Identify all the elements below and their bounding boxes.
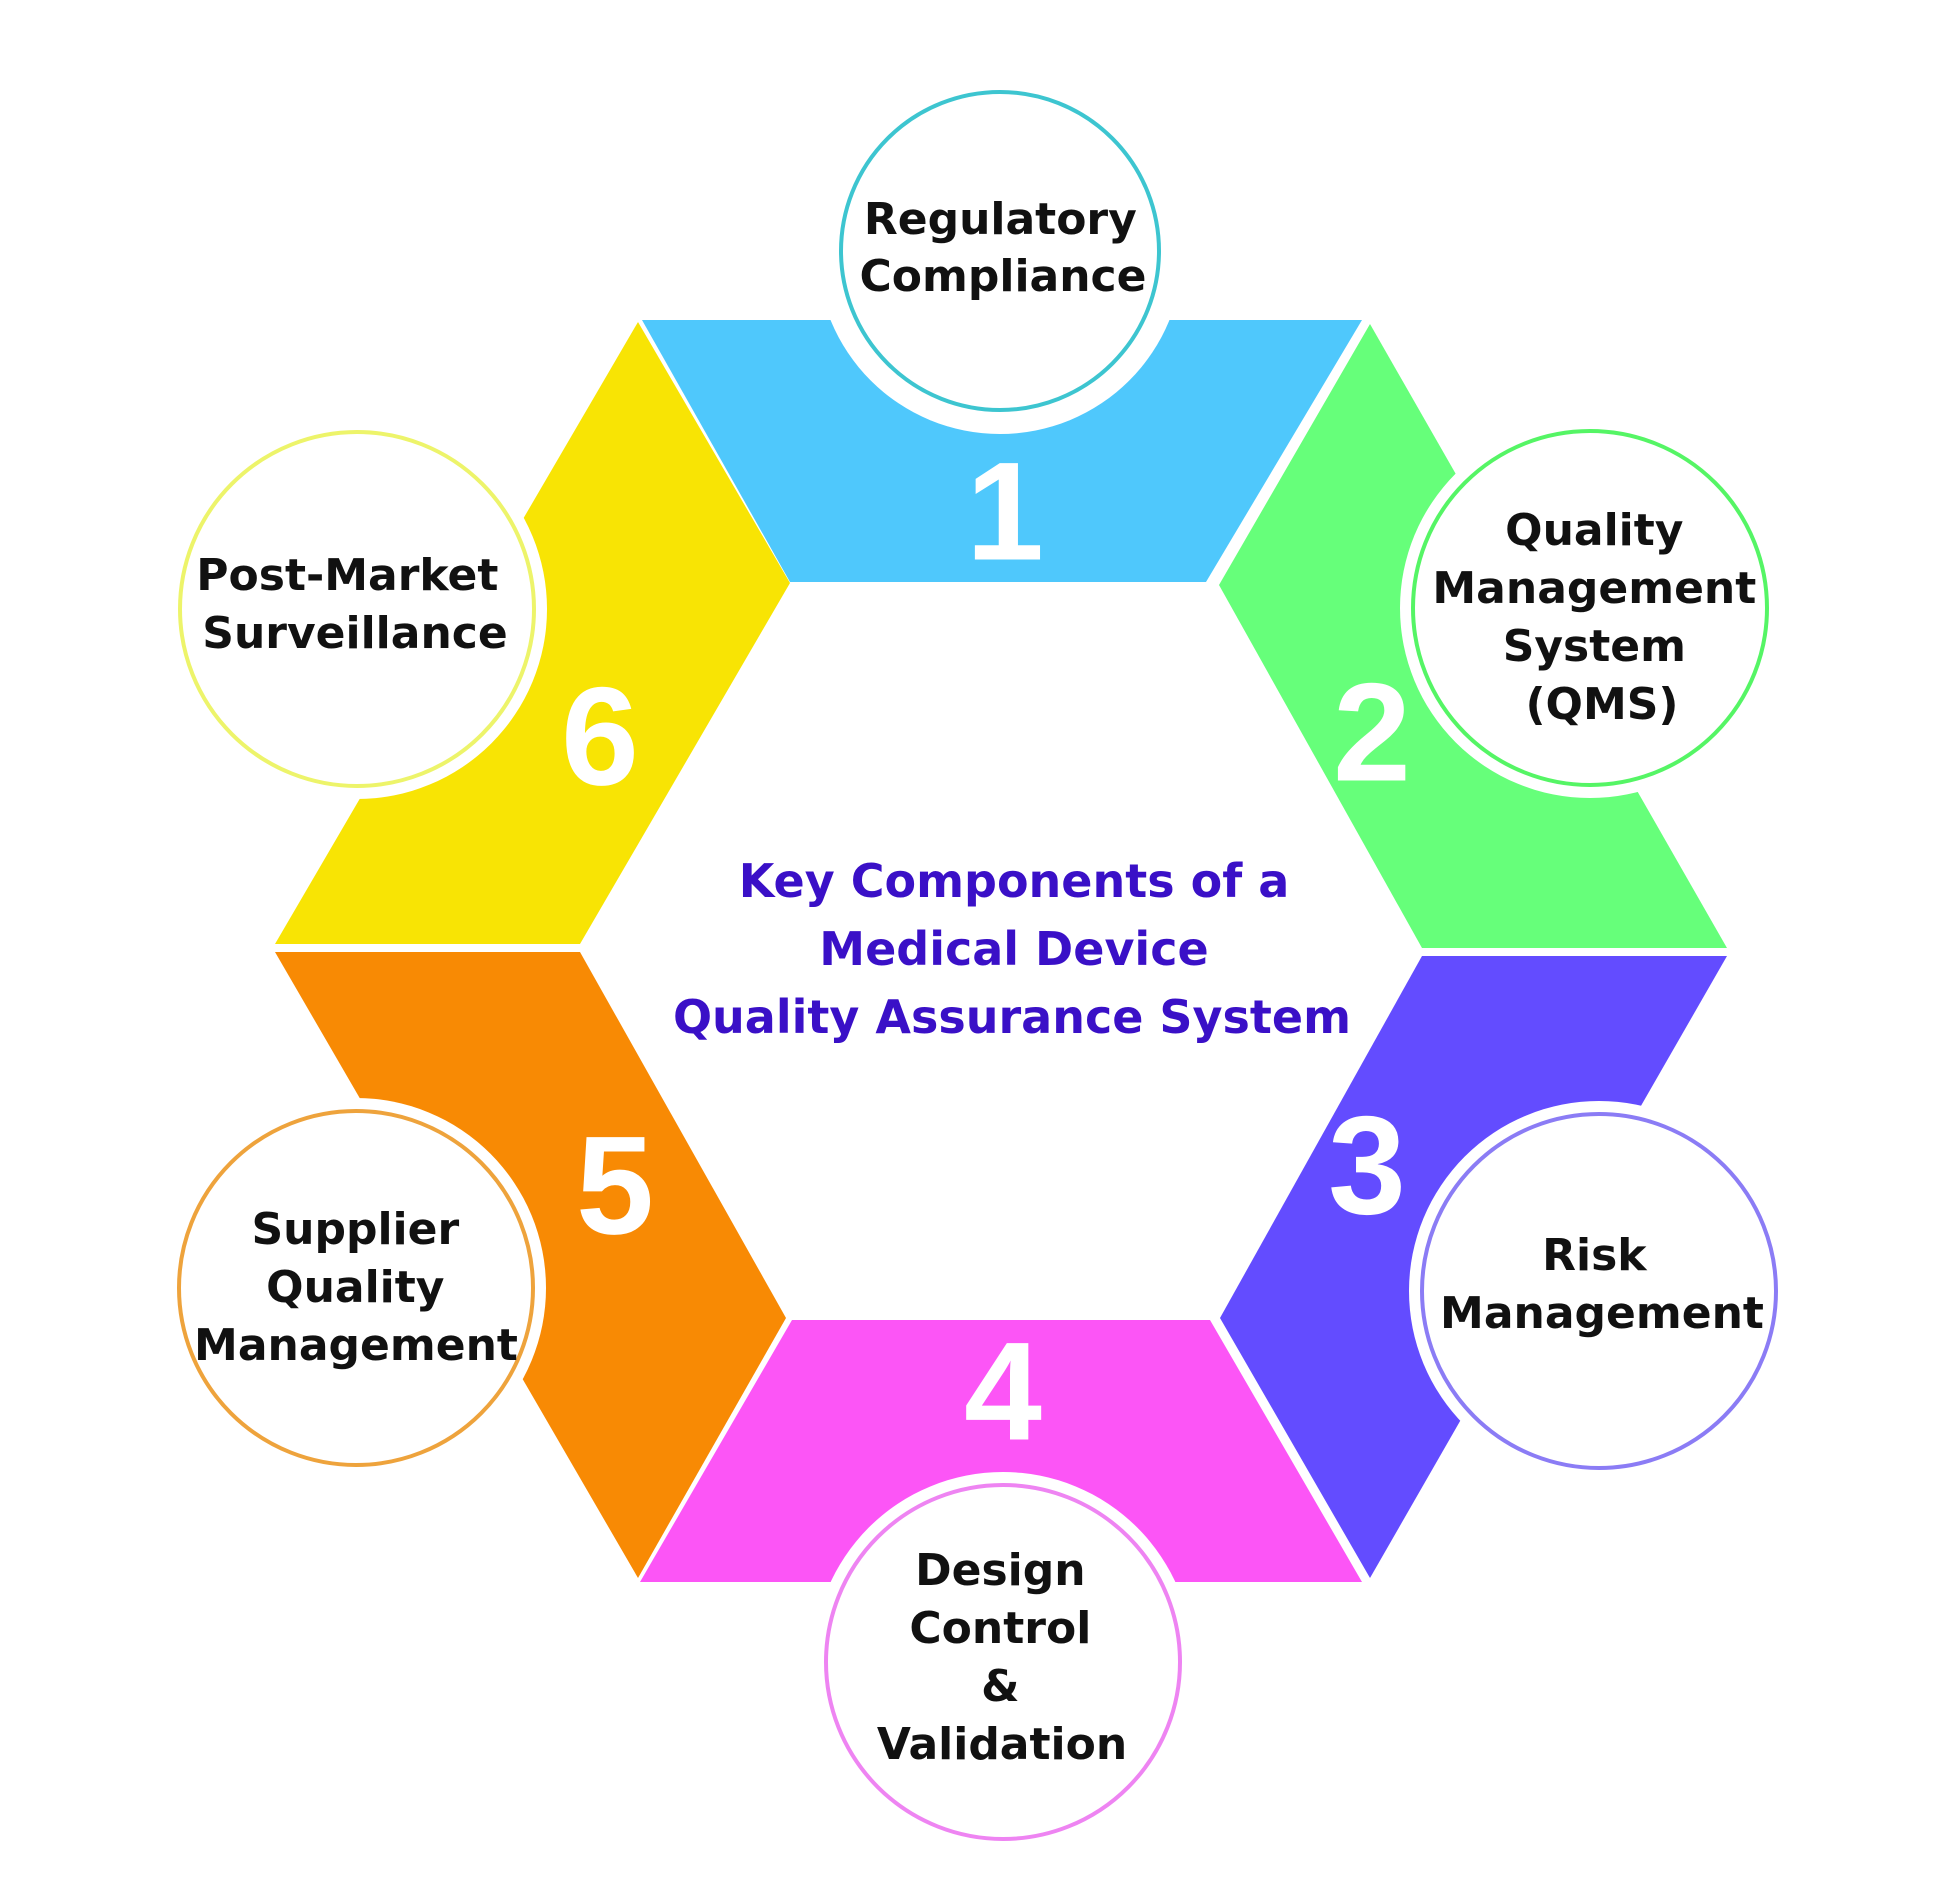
label-line: Control [909, 1603, 1091, 1654]
label-line: Surveillance [202, 608, 507, 659]
label-line: Management [1440, 1288, 1764, 1339]
label-line: Compliance [860, 251, 1147, 302]
label-circle-5 [177, 1109, 535, 1467]
label-line: Risk [1542, 1230, 1648, 1281]
label-line: Supplier [251, 1204, 459, 1255]
label-circle-6 [178, 430, 536, 788]
label-circle-4 [824, 1483, 1182, 1841]
label-post-market-surveillance: Post-Market Surveillance [196, 550, 513, 659]
title-line: Key Components of a [739, 854, 1290, 908]
segment-4 [640, 1320, 1362, 1582]
label-design-control-validation: Design Control & Validation [877, 1545, 1127, 1770]
label-quality-management-system: Quality Management System (QMS) [1432, 505, 1771, 730]
label-line: Design [915, 1545, 1085, 1596]
label-supplier-quality-management: Supplier Quality Management [194, 1204, 518, 1371]
label-line: Regulatory [864, 194, 1137, 245]
diagram-title: Key Components of a Medical Device Quali… [673, 854, 1351, 1044]
segment-number-3: 3 [1328, 1087, 1406, 1244]
segment-number-4: 4 [964, 1313, 1042, 1470]
label-line: Management [1432, 563, 1756, 614]
label-circle-1 [839, 90, 1161, 412]
label-circle-2 [1411, 429, 1769, 787]
label-line: Quality [1505, 505, 1683, 556]
label-line: Management [194, 1320, 518, 1371]
label-line: Post-Market [196, 550, 498, 601]
label-line: Validation [877, 1719, 1127, 1770]
label-circle-3 [1420, 1112, 1778, 1470]
title-line: Quality Assurance System [673, 990, 1351, 1044]
label-line: (QMS) [1525, 679, 1678, 730]
label-risk-management: Risk Management [1440, 1230, 1764, 1339]
segment-number-2: 2 [1333, 654, 1411, 811]
label-line: System [1503, 621, 1686, 672]
label-line: Quality [266, 1262, 444, 1313]
segment-number-5: 5 [576, 1107, 654, 1264]
label-regulatory-compliance: Regulatory Compliance [860, 194, 1153, 302]
segment-number-6: 6 [561, 658, 639, 815]
segment-number-1: 1 [966, 433, 1044, 590]
title-line: Medical Device [819, 922, 1208, 976]
label-line: & [981, 1661, 1019, 1712]
segment-1 [642, 320, 1362, 582]
